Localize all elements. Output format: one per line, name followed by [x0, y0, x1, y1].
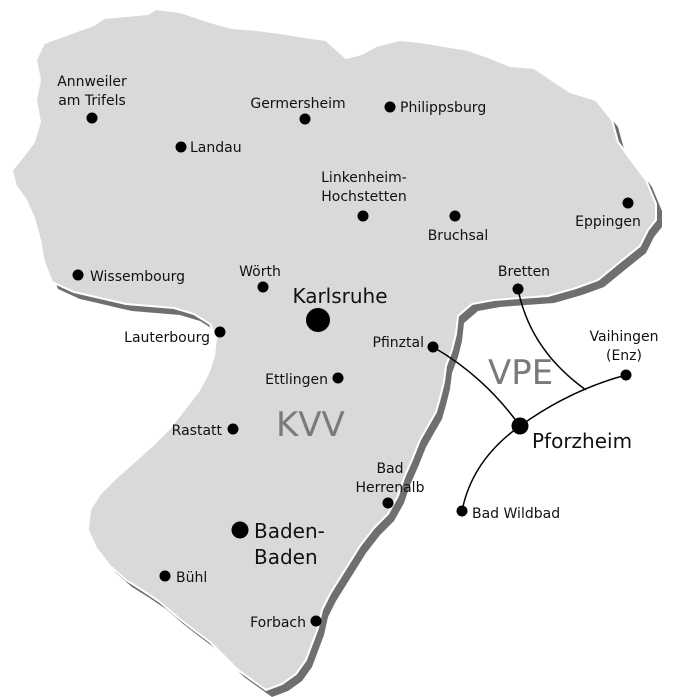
line-pforzheim-vaihingen: [519, 374, 627, 427]
label-forbach: Forbach: [250, 615, 306, 631]
marker-landau: [175, 141, 187, 153]
city-markers: [72, 101, 634, 627]
marker-rastatt: [227, 423, 239, 435]
label-eppingen: Eppingen: [575, 214, 641, 230]
label-woerth: Wörth: [239, 264, 281, 280]
marker-pforzheim: [511, 417, 529, 435]
marker-pfinztal: [427, 341, 439, 353]
label-vaihingen: Vaihingen(Enz): [590, 329, 659, 364]
label-bad-wildbad: Bad Wildbad: [472, 506, 560, 522]
marker-philippsburg: [384, 101, 396, 113]
marker-lauterbourg: [214, 326, 226, 338]
vpe-connections: [432, 288, 627, 512]
label-bruchsal: Bruchsal: [428, 228, 489, 244]
line-pforzheim-bad-wildbad: [461, 425, 521, 512]
marker-germersheim: [299, 113, 311, 125]
marker-annweiler: [86, 112, 98, 124]
marker-bretten: [512, 283, 524, 295]
label-pforzheim: Pforzheim: [532, 429, 632, 453]
label-landau: Landau: [190, 140, 242, 156]
marker-baden-baden: [231, 521, 249, 539]
region-label-vpe: VPE: [488, 353, 553, 393]
marker-wissembourg: [72, 269, 84, 281]
marker-eppingen: [622, 197, 634, 209]
label-buehl: Bühl: [176, 570, 207, 586]
label-philippsburg: Philippsburg: [400, 100, 486, 116]
marker-bad-wildbad: [456, 505, 468, 517]
label-rastatt: Rastatt: [172, 423, 223, 439]
marker-forbach: [310, 615, 322, 627]
line-pfinztal-pforzheim: [432, 346, 521, 427]
label-linkenheim: Linkenheim-Hochstetten: [321, 170, 407, 205]
marker-bruchsal: [449, 210, 461, 222]
label-wissembourg: Wissembourg: [90, 269, 185, 285]
label-baden-baden: Baden-Baden: [254, 519, 325, 569]
label-bretten: Bretten: [498, 264, 550, 280]
marker-linkenheim: [357, 210, 369, 222]
label-ettlingen: Ettlingen: [265, 372, 328, 388]
marker-woerth: [257, 281, 269, 293]
marker-ettlingen: [332, 372, 344, 384]
marker-vaihingen: [620, 369, 632, 381]
label-karlsruhe: Karlsruhe: [292, 284, 387, 308]
label-germersheim: Germersheim: [250, 96, 345, 112]
label-lauterbourg: Lauterbourg: [124, 330, 210, 346]
line-bretten-vaihingen: [517, 288, 587, 391]
marker-karlsruhe: [306, 308, 330, 332]
marker-buehl: [159, 570, 171, 582]
region-label-kvv: KVV: [276, 405, 345, 445]
marker-bad-herrenalb: [382, 497, 394, 509]
label-pfinztal: Pfinztal: [373, 335, 424, 351]
